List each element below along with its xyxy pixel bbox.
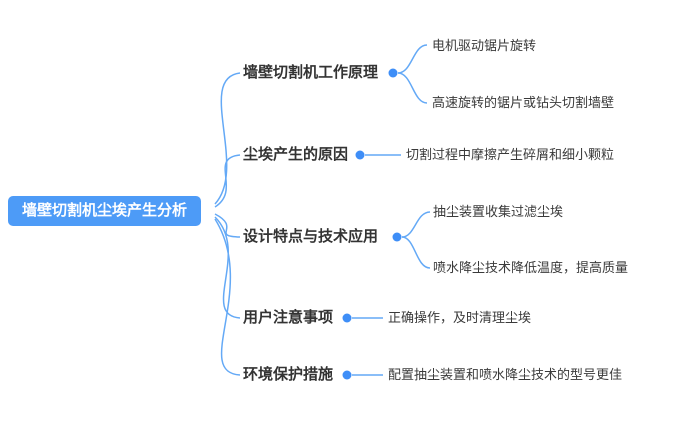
branch-user-notes[interactable]: 用户注意事项: [243, 309, 334, 326]
branch-3-collapse-dot[interactable]: [392, 232, 402, 242]
connector-root-branch-5: [214, 218, 241, 376]
leaf-motor-drives-blade[interactable]: 电机驱动锯片旋转: [432, 38, 537, 53]
branch-2-collapse-dot[interactable]: [355, 150, 365, 160]
connector-branch-1-leaf-2: [397, 72, 428, 104]
connector-branch-3-leaf-1: [401, 211, 431, 238]
branch-5-collapse-dot[interactable]: [342, 370, 352, 380]
branch-working-principle[interactable]: 墙壁切割机工作原理: [243, 64, 379, 81]
connector-root-branch-3: [214, 213, 241, 238]
leaf-high-speed-cutting[interactable]: 高速旋转的锯片或钻头切割墙壁: [432, 95, 615, 110]
connector-branch-3-leaf-2: [401, 236, 431, 269]
branch-4-collapse-dot[interactable]: [342, 313, 352, 323]
branch-dust-causes[interactable]: 尘埃产生的原因: [243, 146, 349, 163]
leaf-equipped-model-better[interactable]: 配置抽尘装置和喷水降尘技术的型号更佳: [388, 367, 623, 382]
connector-branch-1-leaf-1: [397, 44, 428, 74]
leaf-friction-debris[interactable]: 切割过程中摩擦产生碎屑和细小颗粒: [406, 147, 615, 162]
connector-root-branch-2: [214, 154, 241, 208]
connector-root-branch-1: [214, 72, 241, 205]
leaf-dust-extraction[interactable]: 抽尘装置收集过滤尘埃: [433, 204, 564, 219]
branch-design-features[interactable]: 设计特点与技术应用: [243, 228, 379, 245]
leaf-water-spray[interactable]: 喷水降尘技术降低温度，提高质量: [433, 260, 629, 275]
branch-environment-protection[interactable]: 环境保护措施: [243, 366, 334, 383]
connector-root-branch-4: [214, 216, 241, 319]
branch-1-collapse-dot[interactable]: [388, 68, 398, 78]
leaf-correct-operation[interactable]: 正确操作，及时清理尘埃: [388, 310, 532, 325]
root-node[interactable]: 墙壁切割机尘埃产生分析: [8, 196, 202, 226]
